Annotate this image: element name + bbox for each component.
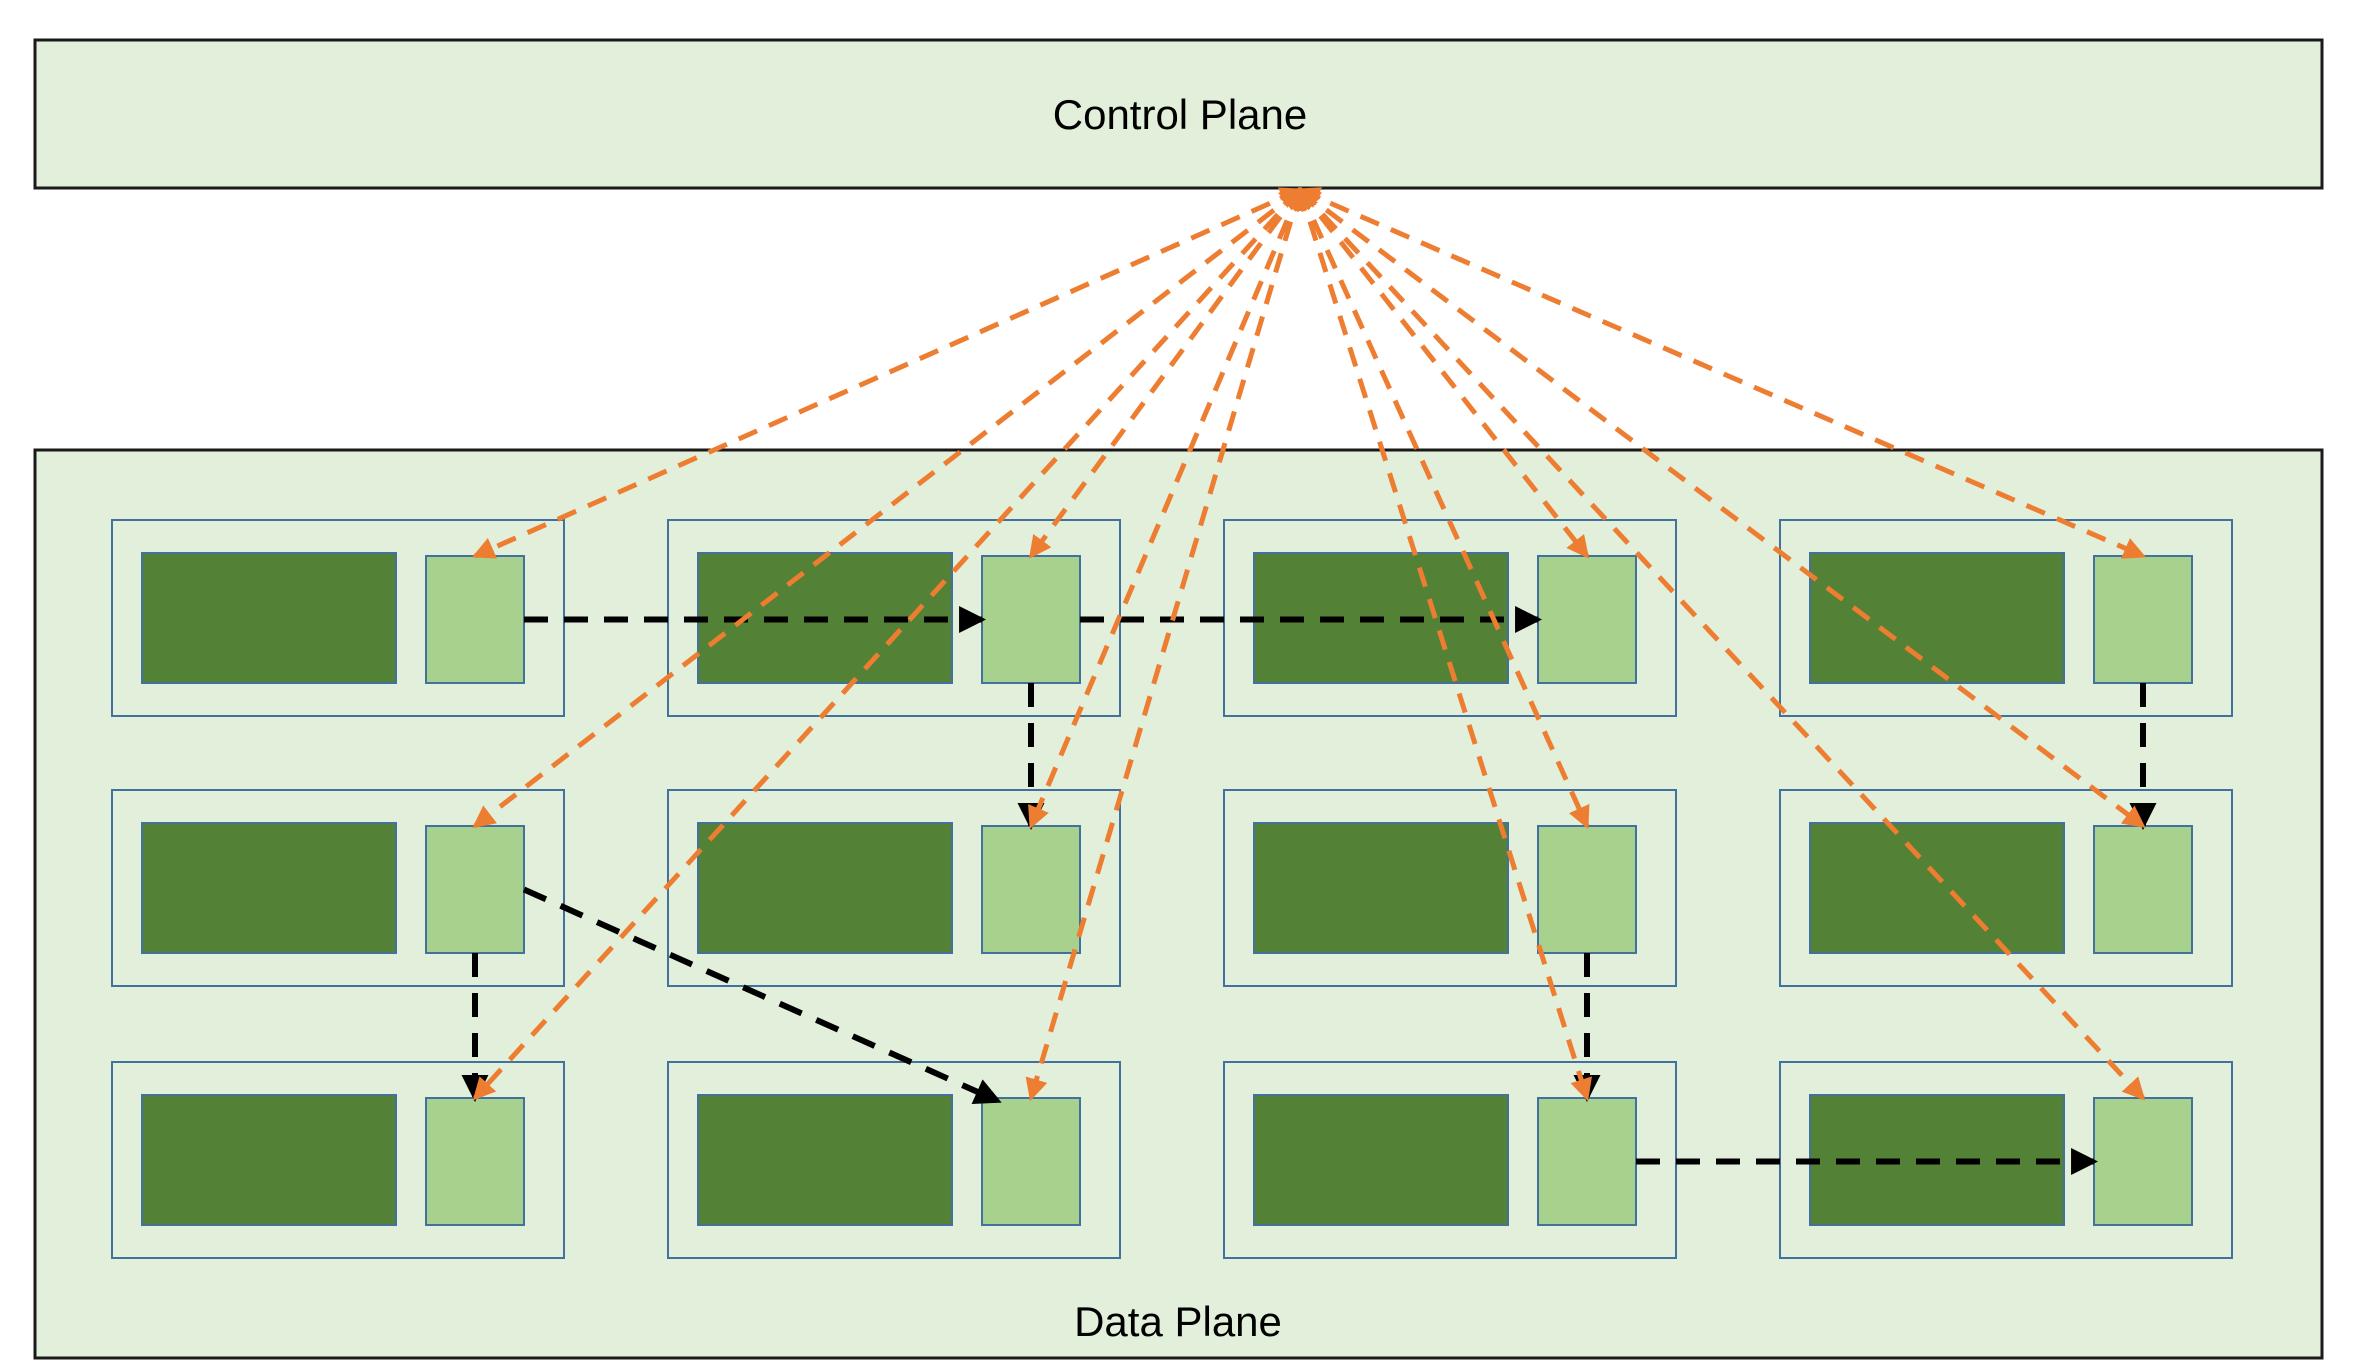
- pod-r3-c2: [667, 1061, 1121, 1259]
- service-container: [697, 1094, 953, 1226]
- pod-r3-c1: [111, 1061, 565, 1259]
- service-container: [141, 1094, 397, 1226]
- sidecar-proxy: [1537, 555, 1637, 684]
- pod-r2-c1: [111, 789, 565, 987]
- service-container: [697, 822, 953, 954]
- service-container: [1253, 1094, 1509, 1226]
- data-plane-label: Data Plane: [1074, 1298, 1282, 1345]
- sidecar-proxy: [1537, 825, 1637, 954]
- sidecar-proxy: [2093, 825, 2193, 954]
- sidecar-proxy: [425, 555, 525, 684]
- sidecar-proxy: [981, 825, 1081, 954]
- pod-r2-c2: [667, 789, 1121, 987]
- pod-r1-c1: [111, 519, 565, 717]
- service-container: [1809, 822, 2065, 954]
- sidecar-proxy: [2093, 555, 2193, 684]
- pod-r2-c3: [1223, 789, 1677, 987]
- control-arrow: [1297, 187, 2146, 1101]
- service-container: [141, 822, 397, 954]
- pod-r2-c4: [1779, 789, 2233, 987]
- sidecar-proxy: [1537, 1097, 1637, 1226]
- control-plane-box: [33, 38, 2324, 190]
- service-container: [1809, 552, 2065, 684]
- control-plane-arrows-layer: [471, 186, 2147, 1102]
- sidecar-proxy: [2093, 1097, 2193, 1226]
- pod-r1-c4: [1779, 519, 2233, 717]
- control-arrow: [1025, 186, 1306, 1102]
- sidecar-proxy: [425, 825, 525, 954]
- sidecar-proxy: [425, 1097, 525, 1226]
- pod-r3-c3: [1223, 1061, 1677, 1259]
- control-plane-label: Control Plane: [1053, 91, 1307, 138]
- sidecar-proxy: [981, 1097, 1081, 1226]
- service-container: [141, 552, 397, 684]
- service-container: [1253, 822, 1509, 954]
- sidecar-proxy: [981, 555, 1081, 684]
